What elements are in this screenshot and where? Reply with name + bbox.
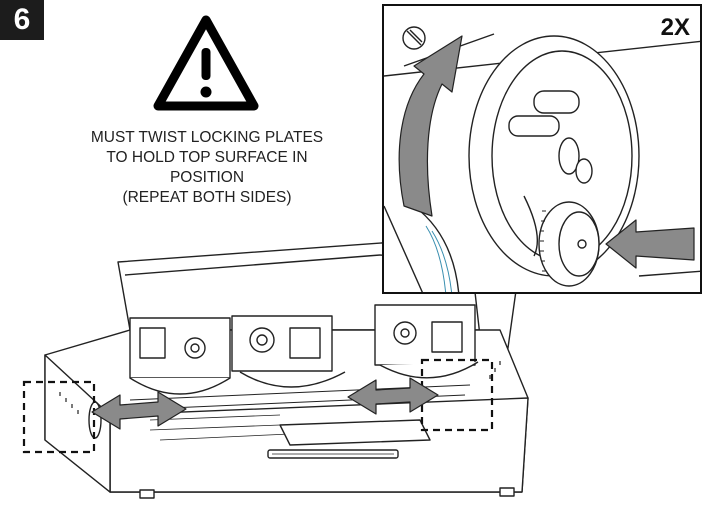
twist-arrow [398,35,463,217]
callout-box-left [22,380,96,454]
double-arrow-left [91,391,187,430]
warning-line: (REPEAT BOTH SIDES) [122,189,292,206]
warning-line: POSITION [169,169,245,186]
step-number-badge: 6 [0,0,44,40]
warning-line: MUST TWIST LOCKING PLATES [90,129,324,146]
warning-instructions: MUST TWIST LOCKING PLATES TO HOLD TOP SU… [42,128,372,208]
inset-multiplier-label: 2X [660,14,690,41]
push-arrow [605,219,695,269]
detail-inset: 2X [382,4,702,294]
warning-triangle-icon [153,15,259,111]
double-arrow-right [347,377,439,415]
locking-plate-detail [384,26,700,292]
warning-line: TO HOLD TOP SURFACE IN [106,149,308,166]
